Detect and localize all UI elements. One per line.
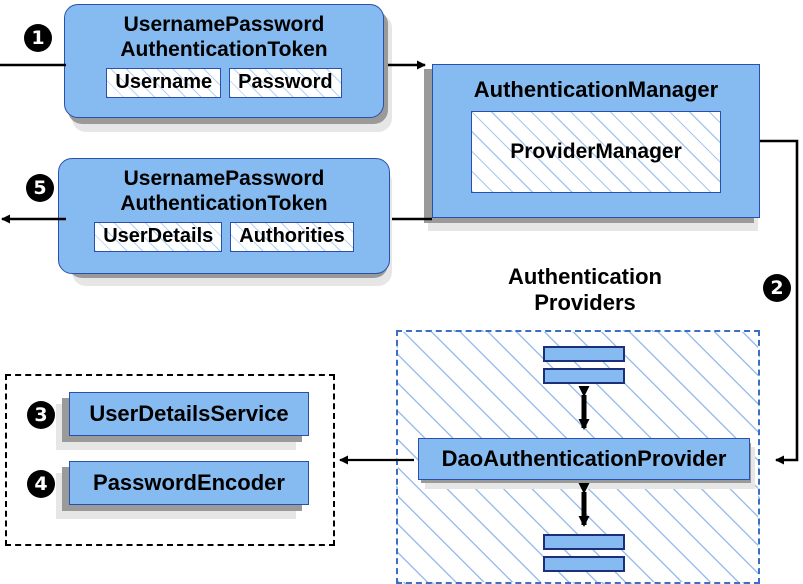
provider-manager-box[interactable]: ProviderManager: [471, 111, 721, 193]
collapsed-provider-top-2[interactable]: [543, 368, 625, 384]
response-token-fields: UserDetails Authorities: [94, 222, 354, 252]
dao-authentication-provider-label: DaoAuthenticationProvider: [441, 446, 727, 471]
response-token-field-userdetails[interactable]: UserDetails: [94, 222, 223, 252]
collapsed-provider-bottom-1[interactable]: [543, 534, 625, 550]
request-token-fields: Username Password: [106, 68, 342, 98]
badge-step-3: 3: [27, 401, 55, 429]
passwordencoder-label: PasswordEncoder: [93, 470, 285, 495]
response-token-field-authorities[interactable]: Authorities: [230, 222, 354, 252]
request-token-field-username[interactable]: Username: [106, 68, 222, 98]
request-token-title: UsernamePassword AuthenticationToken: [120, 13, 328, 61]
badge-step-1: 1: [24, 24, 52, 52]
dao-authentication-provider-box[interactable]: DaoAuthenticationProvider: [418, 438, 750, 480]
authentication-manager-title: AuthenticationManager: [473, 77, 719, 102]
collapsed-provider-bottom-2[interactable]: [543, 556, 625, 572]
request-token-box[interactable]: UsernamePassword AuthenticationToken Use…: [64, 4, 384, 118]
response-token-title: UsernamePassword AuthenticationToken: [120, 167, 328, 215]
collapsed-provider-top-1[interactable]: [543, 346, 625, 362]
badge-step-2: 2: [763, 274, 791, 302]
badge-step-4: 4: [27, 470, 55, 498]
authentication-manager-box[interactable]: AuthenticationManager ProviderManager: [432, 64, 760, 218]
services-container: [5, 374, 335, 546]
badge-step-5: 5: [26, 174, 54, 202]
authentication-providers-title: Authentication Providers: [508, 264, 662, 315]
response-token-box[interactable]: UsernamePassword AuthenticationToken Use…: [58, 158, 390, 274]
passwordencoder-box[interactable]: PasswordEncoder: [69, 461, 309, 505]
userdetailsservice-label: UserDetailsService: [89, 401, 289, 426]
userdetailsservice-box[interactable]: UserDetailsService: [69, 392, 309, 436]
request-token-field-password[interactable]: Password: [229, 68, 342, 98]
